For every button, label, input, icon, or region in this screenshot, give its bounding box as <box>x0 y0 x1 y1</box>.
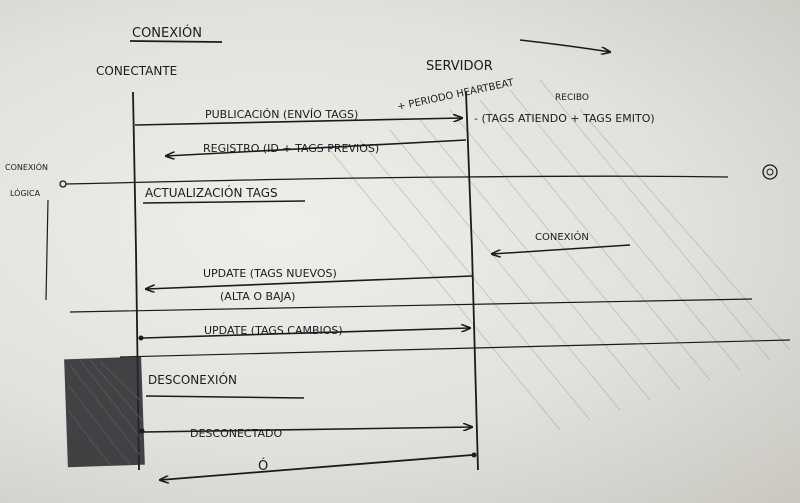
update-tags-underline <box>142 200 306 204</box>
update-new-label: UPDATE (TAGS NUEVOS) <box>203 267 337 280</box>
disconnection-label: DESCONEXIÓN <box>148 372 237 387</box>
disconnected-arrow <box>143 427 472 433</box>
diagram-title: CONEXIÓN <box>132 25 202 41</box>
or-mark: Ó <box>258 458 268 474</box>
register-arrow <box>166 139 467 156</box>
logic-connection-circle-icon <box>762 164 778 180</box>
title-underline <box>129 40 223 43</box>
logic-connection-line <box>65 175 729 185</box>
separator-line-1 <box>69 298 753 313</box>
scribbled-block <box>64 356 145 468</box>
logic-connection-circle-inner-icon <box>766 168 774 176</box>
server-connection-label: CONEXIÓN <box>535 230 589 243</box>
server-side-arrow <box>519 39 610 52</box>
alternative-disconnect-end-dot <box>471 452 477 458</box>
logic-connection-bracket <box>45 199 49 301</box>
publish-arrow <box>134 118 462 126</box>
client-label: CONECTANTE <box>96 64 177 78</box>
update-tags-label: ACTUALIZACIÓN TAGS <box>145 185 278 200</box>
update-changed-arrow <box>142 328 470 339</box>
update-changed-start-dot <box>138 335 144 341</box>
server-note: - (TAGS ATIENDO + TAGS EMITO) <box>474 112 655 125</box>
server-lifeline <box>465 91 479 471</box>
server-note-received: RECIBO <box>555 93 589 103</box>
alternative-disconnect-arrow <box>160 454 473 480</box>
logic-connection-label-2: LÓGICA <box>10 187 41 198</box>
disconnection-underline <box>145 395 305 399</box>
heartbeat-label: + PERIODO HEARTBEAT <box>396 77 515 113</box>
server-connection-arrow <box>492 244 631 254</box>
separator-line-2 <box>119 339 791 358</box>
logic-connection-endpoint <box>59 180 67 188</box>
update-new-sub-label: (ALTA O BAJA) <box>220 290 295 303</box>
paper-bleed-through <box>329 79 791 431</box>
update-new-arrow <box>146 275 473 289</box>
disconnected-label: DESCONECTADO <box>190 427 282 440</box>
server-label: SERVIDOR <box>426 59 493 74</box>
logic-connection-label-1: CONEXIÓN <box>5 161 48 172</box>
publish-message-label: PUBLICACIÓN (ENVÍO TAGS) <box>205 108 358 121</box>
disconnected-start-dot <box>139 428 145 434</box>
